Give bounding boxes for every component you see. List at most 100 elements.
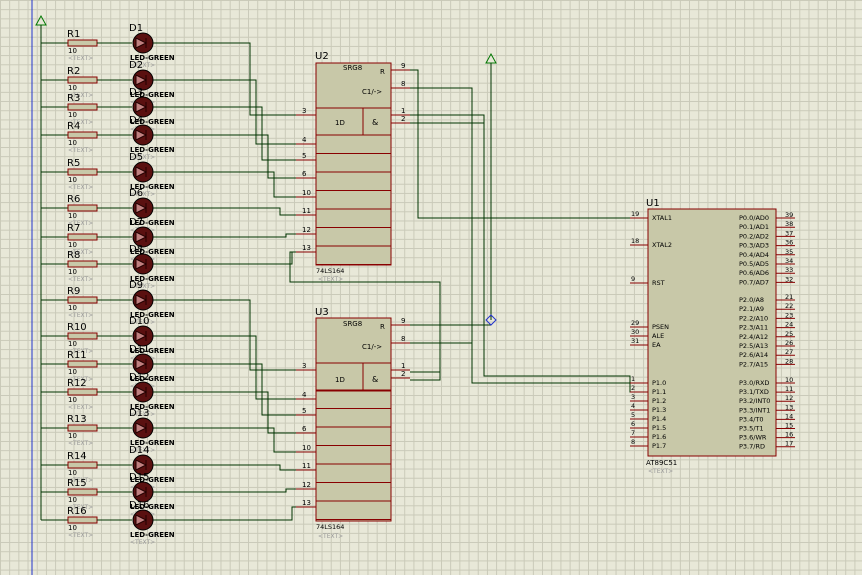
led-part: LED-GREEN [130,146,175,154]
resistor-value: 10 [68,268,77,276]
resistor-ref: R6 [67,194,80,205]
pin-number: 3 [302,362,306,370]
pin-number: 2 [401,370,405,378]
led-ref: D8 [129,244,143,255]
pin-number: 13 [302,499,311,507]
pin-number: 11 [302,207,311,215]
resistor[interactable] [67,488,98,496]
led-part: LED-GREEN [130,219,175,227]
pin-label: P3.4/T0 [739,415,764,423]
resistor-ref: R13 [67,414,87,425]
resistor[interactable] [67,76,98,84]
resistor-ref: R8 [67,250,80,261]
power-terminal-left [35,14,47,520]
led-ref: D10 [129,316,149,327]
resistor[interactable] [67,388,98,396]
led-part: LED-GREEN [130,531,175,539]
resistor-text-tag: <TEXT> [68,249,93,256]
led-ref: D13 [129,408,149,419]
u2-block-label: SRG8 [343,64,362,72]
led-ref: D7 [129,217,143,228]
resistor-value: 10 [68,212,77,220]
pin-label: P0.5/AD5 [739,260,769,268]
led-part: LED-GREEN [130,476,175,484]
pin-number: 22 [785,302,793,310]
resistor-ref: R11 [67,350,87,361]
pin-label: P3.3/INT1 [739,406,770,414]
led-part: LED-GREEN [130,347,175,355]
pin-number: 24 [785,321,793,329]
led-ref: D6 [129,188,143,199]
led-ref: D2 [129,60,143,71]
resistor-value: 10 [68,176,77,184]
resistor[interactable] [67,131,98,139]
resistor[interactable] [67,296,98,304]
pin-label: P2.7/A15 [739,360,768,368]
pin-label: P3.5/T1 [739,425,764,433]
u3-pin-c1: C1/-> [362,343,382,351]
resistor[interactable] [67,360,98,368]
led-ref: D4 [129,115,143,126]
resistor[interactable] [67,233,98,241]
u3-block-label: SRG8 [343,320,362,328]
resistor-text-tag: <TEXT> [68,92,93,99]
pin-number: 8 [401,80,405,88]
pin-label: XTAL1 [652,214,672,222]
resistor-value: 10 [68,432,77,440]
pin-number: 12 [302,481,311,489]
pin-label: P1.1 [652,388,666,396]
resistor-text-tag: <TEXT> [68,440,93,447]
led-ref: D3 [129,87,143,98]
u2-pin-and: & [372,118,378,127]
resistor-ref: R12 [67,378,87,389]
resistor-ref: R10 [67,322,87,333]
resistor-ref: R14 [67,451,87,462]
pin-number: 37 [785,229,793,237]
resistor[interactable] [67,39,98,47]
pin-number: 10 [302,444,311,452]
pin-number: 14 [785,412,793,420]
resistor[interactable] [67,461,98,469]
u1-text-tag: <TEXT> [648,468,673,475]
pin-number: 18 [631,237,639,245]
resistor[interactable] [67,516,98,524]
pin-number: 4 [302,391,307,399]
resistor[interactable] [67,103,98,111]
pin-label: P2.2/A10 [739,314,768,322]
pin-number: 12 [302,226,311,234]
pin-label: P2.1/A9 [739,305,764,313]
led-text-tag: <TEXT> [130,283,155,290]
pin-number: 38 [785,220,793,228]
u3-pin-r: R [380,323,385,331]
pin-number: 6 [302,170,307,178]
resistor[interactable] [67,168,98,176]
pin-label: P2.5/A13 [739,342,768,350]
led-ref: D15 [129,472,149,483]
pin-number: 17 [785,440,793,448]
pin-number: 10 [785,376,793,384]
pin-label: ALE [652,332,664,340]
resistor[interactable] [67,204,98,212]
pin-number: 16 [785,431,793,439]
resistor[interactable] [67,332,98,340]
pin-number: 8 [401,335,405,343]
resistor-ref: R1 [67,29,80,40]
pin-number: 9 [401,62,405,70]
pin-label: P2.0/A8 [739,296,764,304]
resistor-text-tag: <TEXT> [68,477,93,484]
resistor-value: 10 [68,139,77,147]
pin-number: 3 [631,393,635,401]
resistor[interactable] [67,424,98,432]
resistor[interactable] [67,260,98,268]
